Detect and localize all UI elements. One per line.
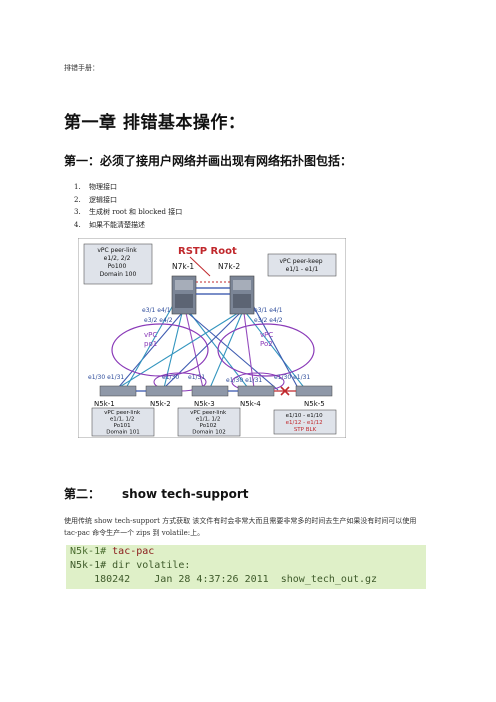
list-item: 4.如果不能清楚描述 xyxy=(74,220,145,229)
svg-text:vPC peer-link e1/1, 1/2: vPC peer-link e1/1, 1/2 Po102 Domain 102 xyxy=(190,410,228,436)
vpc-left-label: vPC xyxy=(144,331,157,339)
left-port-label-2: e3/2 e4/2 xyxy=(144,317,173,324)
n7k-2-label: N7k-2 xyxy=(218,262,240,271)
vpc-right-po: Po2 xyxy=(260,340,273,348)
access-port-label: e1/30 e1/31 xyxy=(274,374,310,381)
n5k-2-switch xyxy=(145,385,183,397)
svg-text:e1/10 - e1/10 e1/12 - e1: e1/10 - e1/10 e1/12 - e1/12 STP BLK xyxy=(286,413,325,433)
console-line: N5k-1# dir volatile: xyxy=(70,560,191,571)
access-port-label: e1/30 xyxy=(162,374,179,381)
stp-blocked-box: e1/10 - e1/10 e1/12 - e1/12 STP BLK xyxy=(273,409,337,435)
access-port-label: e1/30 e1/31 xyxy=(226,377,262,384)
n5k-4-label: N5k-4 xyxy=(240,400,261,408)
list-item: 3.生成树 root 和 blocked 接口 xyxy=(74,208,183,216)
n5k-1-label: N5k-1 xyxy=(94,400,115,408)
n7k-1-label: N7k-1 xyxy=(172,262,194,271)
requirement-list: 1.物理接口 2.逻辑接口 3.生成树 root 和 blocked 接口 4.… xyxy=(74,181,182,231)
right-port-label-1: e3/1 e4/1 xyxy=(254,307,283,314)
access-port-label: e1/30 e1/31 xyxy=(88,374,124,381)
peer-link-box-domain-102: vPC peer-link e1/1, 1/2 Po102 Domain 102 xyxy=(177,407,241,437)
list-item: 2.逻辑接口 xyxy=(74,195,117,204)
top-note: 排错手册： xyxy=(64,64,99,72)
peer-link-box-domain-100: vPC peer-link e1/2, 2/2 Po100 Domain 100 xyxy=(83,243,153,285)
peer-link-box-domain-101: vPC peer-link e1/1, 1/2 Po101 Domain 101 xyxy=(91,407,155,437)
network-topology-diagram: RSTP Root N7k-1 N7k-2 vPC peer-link e1/2… xyxy=(78,238,346,438)
n5k-4-switch xyxy=(237,385,275,397)
n5k-3-label: N5k-3 xyxy=(194,400,215,408)
vpc-right-label: vPC xyxy=(260,331,273,339)
show-tech-command: show tech-support xyxy=(122,487,249,501)
n5k-1-switch xyxy=(99,385,137,397)
vpc-left-po: po1 xyxy=(144,340,157,348)
chapter-title: 第一章 排错基本操作： xyxy=(64,113,246,133)
peer-keepalive-box: vPC peer-keep e1/1 - e1/1 xyxy=(267,253,337,277)
n5k-5-label: N5k-5 xyxy=(304,400,325,408)
stp-block-icon xyxy=(280,386,290,396)
n7k-1-switch xyxy=(171,275,197,315)
section2-title: 第二：show tech-support xyxy=(64,487,249,501)
section1-title: 第一：必须了接用户网络并画出现有网络拓扑图包括： xyxy=(64,154,353,168)
console-output: N5k-1# tac-pac N5k-1# dir volatile: 1802… xyxy=(66,545,426,589)
svg-text:vPC peer-keep e1/1 - e1/: vPC peer-keep e1/1 - e1/1 xyxy=(279,258,324,273)
console-line: N5k-1# tac-pac xyxy=(70,546,155,557)
console-line: 180242 Jan 28 4:37:26 2011 show_tech_out… xyxy=(70,574,378,585)
n5k-3-switch xyxy=(191,385,229,397)
rstp-root-label: RSTP Root xyxy=(178,246,237,257)
list-item: 1.物理接口 xyxy=(74,183,117,191)
paragraph: 使用传统 show tech-support 方式获取 该文件有时会非常大而且需… xyxy=(64,517,417,537)
n5k-2-label: N5k-2 xyxy=(150,400,171,408)
left-port-label-1: e3/1 e4/1 xyxy=(142,307,171,314)
access-port-label: e1/31 xyxy=(188,374,205,381)
right-port-label-2: e3/2 e4/2 xyxy=(254,317,283,324)
n5k-5-switch xyxy=(295,385,333,397)
svg-text:vPC peer-link e1/1, 1/2: vPC peer-link e1/1, 1/2 Po101 Domain 101 xyxy=(104,410,142,436)
svg-text:vPC peer-link e1/2, 2/2: vPC peer-link e1/2, 2/2 Po100 Domain 100 xyxy=(97,247,138,278)
n7k-2-switch xyxy=(229,275,255,315)
